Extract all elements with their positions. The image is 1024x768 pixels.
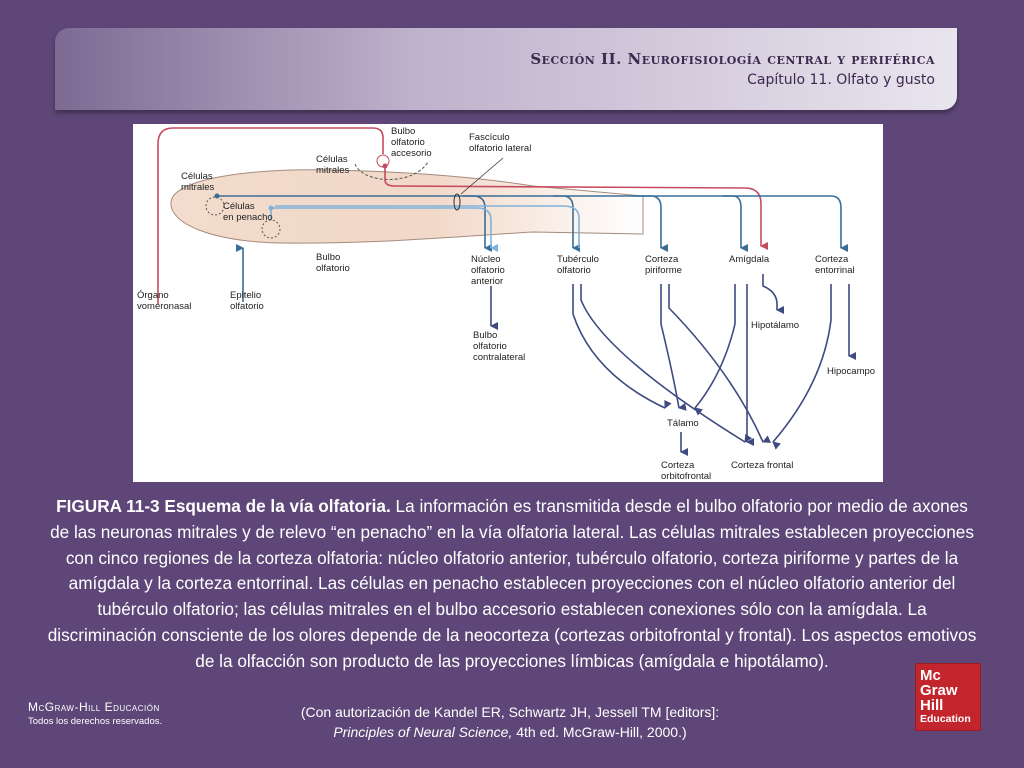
accessory-to-amygdala (384, 166, 768, 250)
credit-line1: (Con autorización de Kandel ER, Schwartz… (300, 704, 720, 720)
tuberculo-to-talamo (572, 284, 672, 409)
mitral-to-amigdala (633, 195, 748, 252)
label-talamo: Tálamo (667, 418, 699, 429)
amygdala-to-hypothalamus (762, 274, 784, 314)
lateral-tract-section (453, 193, 461, 211)
caption-title: FIGURA 11-3 Esquema de la vía olfatoria. (56, 496, 391, 516)
slide-header: Sección II. Neurofisiología central y pe… (55, 28, 957, 110)
piriforme-to-talamo (660, 284, 687, 411)
mcgraw-hill-logo: Mc Graw Hill Education (915, 663, 981, 731)
label-hipotalamo: Hipotálamo (751, 320, 799, 331)
mitral-to-entorrinal (723, 195, 848, 252)
glomerulus-mitral (205, 196, 225, 216)
label-amigdala: Amígdala (729, 254, 770, 265)
figure-caption: FIGURA 11-3 Esquema de la vía olfatoria.… (46, 494, 978, 675)
publisher-brand: McGraw-Hill Educación Todos los derechos… (28, 700, 162, 727)
fasciculo-pointer (460, 157, 504, 195)
chapter-title: Capítulo 11. Olfato y gusto (747, 72, 935, 88)
vomeronasal-pathway (157, 127, 384, 304)
logo-line3: Hill (920, 697, 944, 714)
logo-line2: Graw (920, 682, 958, 699)
tufted-to-tuberculo (275, 205, 580, 248)
caption-text: La información es transmitida desde el b… (47, 496, 977, 671)
label-corteza-frontal: Corteza frontal (731, 460, 793, 471)
publisher-rights: Todos los derechos reservados. (28, 716, 163, 727)
credit-rest: 4th ed. McGraw-Hill, 2000.) (512, 724, 687, 740)
credit-book: Principles of Neural Science, (333, 724, 513, 740)
piriforme-to-frontal (668, 284, 772, 443)
tufted-to-nucleus-anterior (273, 207, 498, 252)
mitral-cell (214, 193, 220, 199)
tufted-cell (268, 205, 274, 211)
accessory-bulb-outline (354, 161, 429, 180)
amygdala-to-talamo (694, 284, 736, 416)
label-hipocampo: Hipocampo (827, 366, 875, 377)
publisher-name: McGraw-Hill Educación (28, 700, 160, 714)
entorhinal-to-frontal (772, 284, 832, 450)
glomerulus-tufted (261, 219, 281, 239)
logo-line4: Education (920, 713, 971, 725)
figure-credit: (Con autorización de Kandel ER, Schwartz… (200, 702, 820, 742)
tuberculo-to-frontal (580, 284, 753, 443)
credit-line2: Principles of Neural Science, 4th ed. Mc… (200, 722, 820, 742)
accessory-mitral-cell (382, 163, 388, 169)
section-title: Sección II. Neurofisiología central y pe… (530, 50, 935, 68)
logo-line1: Mc (920, 667, 941, 684)
